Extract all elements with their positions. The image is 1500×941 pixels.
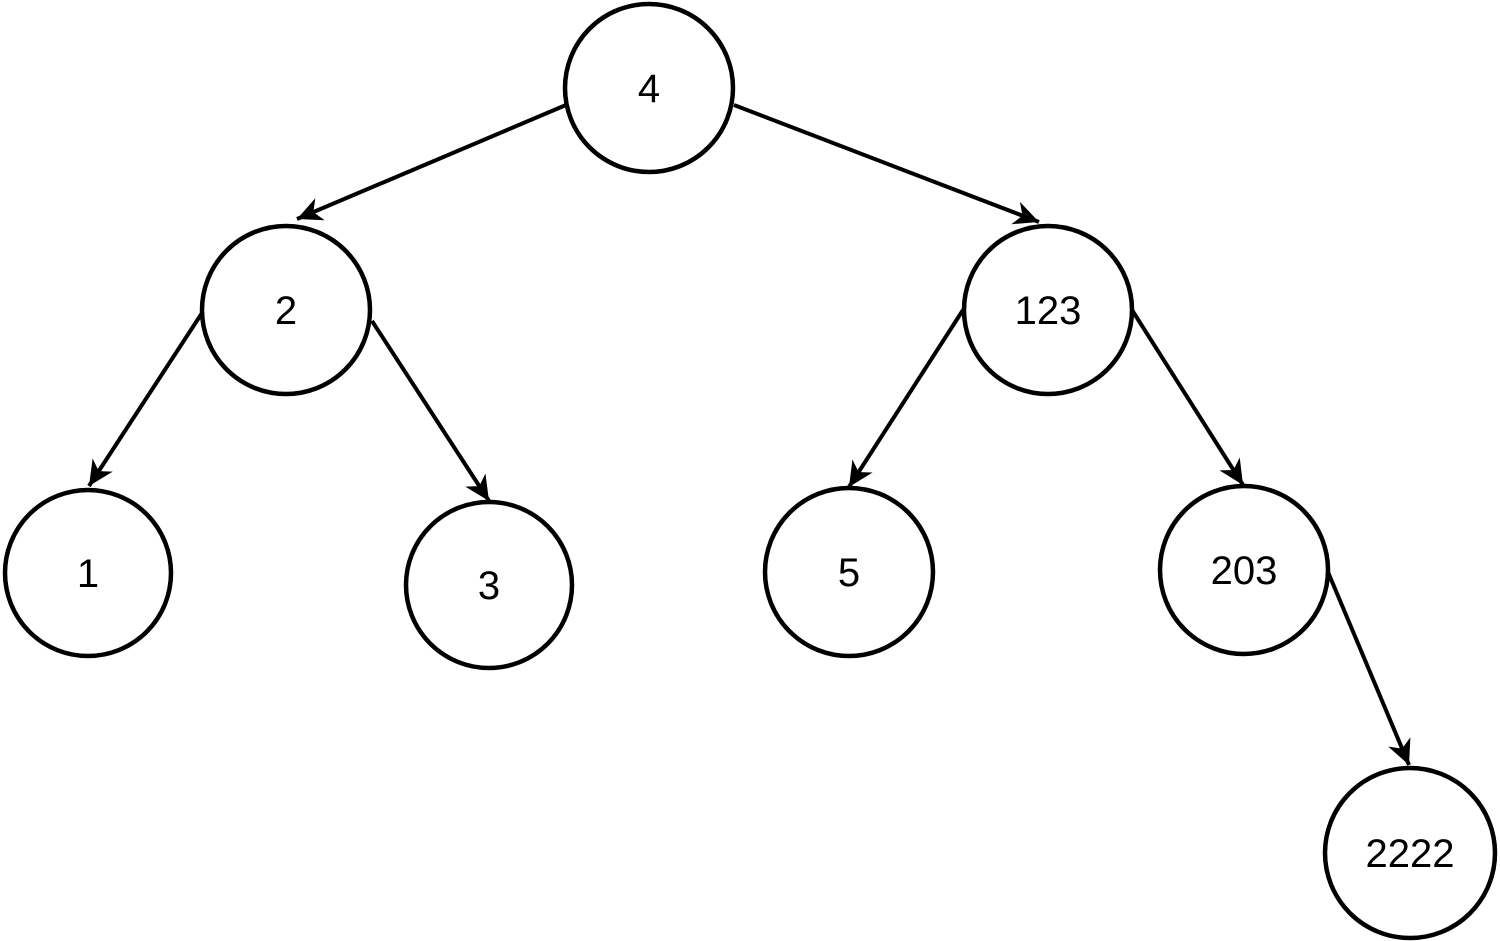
tree-edge-n203-n2222 — [1326, 571, 1411, 766]
tree-node-label: 4 — [638, 67, 660, 111]
tree-node-label: 5 — [838, 551, 860, 595]
tree-node-label: 203 — [1211, 549, 1278, 593]
tree-node-circle-2 — [199, 223, 373, 397]
tree-node-circle-203 — [1157, 483, 1331, 657]
tree-node-4: 4 — [562, 1, 736, 175]
tree-node-circle-3 — [403, 499, 575, 671]
tree-node-label: 1 — [77, 552, 99, 596]
tree-edge-n4-n123 — [733, 103, 1040, 225]
tree-node-1: 1 — [2, 487, 174, 659]
tree-node-203: 203 — [1157, 483, 1331, 657]
tree-node-circle-2222 — [1322, 765, 1498, 941]
tree-node-label: 2222 — [1366, 832, 1455, 876]
tree-node-label: 2 — [275, 289, 297, 333]
tree-node-circle-123 — [961, 223, 1135, 397]
tree-node-3: 3 — [403, 499, 575, 671]
tree-node-5: 5 — [762, 485, 936, 659]
tree-edge-n2-n3 — [370, 319, 491, 503]
tree-node-2: 2 — [199, 223, 373, 397]
tree-node-circle-4 — [562, 1, 736, 175]
tree-edge-n123-n203 — [1130, 308, 1245, 487]
tree-node-circle-5 — [762, 485, 936, 659]
tree-edge-n123-n5 — [847, 308, 965, 489]
tree-node-label: 3 — [478, 564, 500, 608]
tree-edge-n2-n1 — [87, 311, 204, 488]
tree-node-2222: 2222 — [1322, 765, 1498, 941]
tree-node-label: 123 — [1015, 289, 1082, 333]
edges-layer — [87, 103, 1411, 766]
tree-node-circle-1 — [2, 487, 174, 659]
tree-node-123: 123 — [961, 223, 1135, 397]
tree-edge-n4-n2 — [296, 103, 567, 221]
